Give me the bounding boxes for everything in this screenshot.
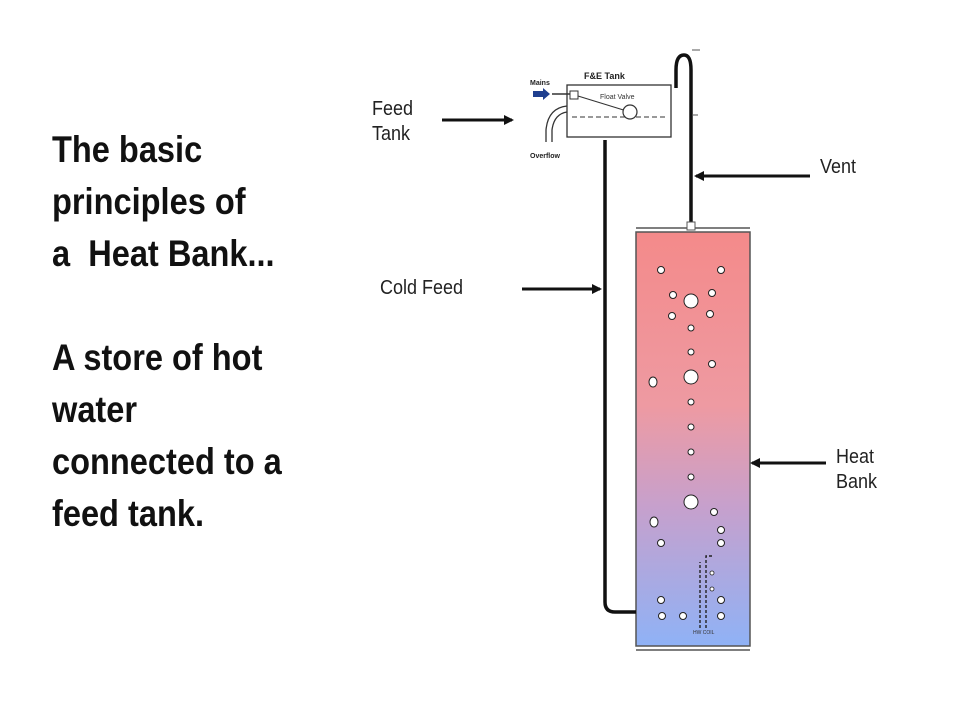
fe-tank-title: F&E Tank xyxy=(584,71,626,81)
subheading-line-1: A store of hot xyxy=(52,337,263,378)
cylinder-fittings xyxy=(648,266,725,620)
overflow-label: Overflow xyxy=(530,153,561,160)
heading-text: The basic principles of a Heat Bank... A… xyxy=(52,124,316,540)
overflow-pipe xyxy=(545,105,568,142)
label-feed-tank-line-1: Feed xyxy=(372,98,414,120)
label-heat-bank-line-2: Bank xyxy=(836,471,878,493)
hw-coil-label: HW COIL xyxy=(693,630,715,636)
label-feed-tank: Feed Tank xyxy=(372,97,413,147)
hw-coil xyxy=(699,555,714,628)
heading-line-1: The basic xyxy=(52,129,203,170)
mains-label: Mains xyxy=(530,80,550,87)
float-ball xyxy=(622,104,638,120)
label-cold-feed: Cold Feed xyxy=(380,277,464,299)
vent-pipe xyxy=(674,53,693,228)
mains-arrow xyxy=(533,88,550,100)
heading-line-2: principles of xyxy=(52,181,246,222)
heading-line-3: a Heat Bank... xyxy=(52,233,275,274)
cold-feed-pipe xyxy=(603,140,636,614)
float-valve-label: Float Valve xyxy=(600,94,635,101)
label-feed-tank-line-2: Tank xyxy=(372,123,411,145)
subheading-line-2: water xyxy=(52,389,138,430)
heat-bank-cylinder xyxy=(635,227,751,651)
fe-tank: F&E Tank Float Valve Mains Overflow xyxy=(530,71,672,160)
vent-fitting xyxy=(686,221,696,231)
subheading-line-4: feed tank. xyxy=(52,493,204,534)
label-heat-bank-line-1: Heat xyxy=(836,446,875,468)
label-heat-bank: Heat Bank xyxy=(836,445,877,495)
subheading-line-3: connected to a xyxy=(52,441,282,482)
label-vent: Vent xyxy=(820,156,857,178)
